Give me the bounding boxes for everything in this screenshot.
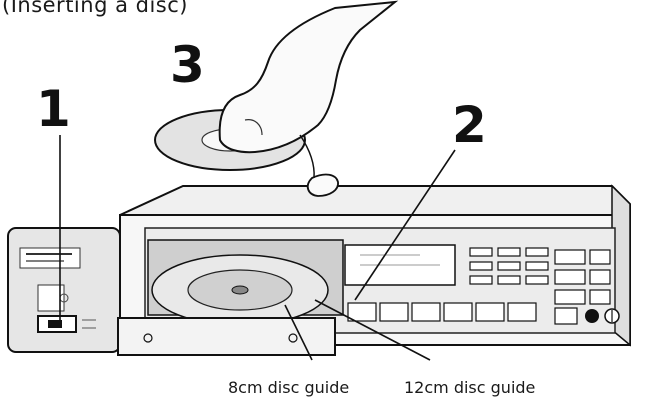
leader-lines <box>59 135 456 361</box>
page-heading: (Inserting a disc) <box>2 0 188 17</box>
callout-12cm-disc-guide: 12cm disc guide <box>404 378 536 397</box>
step-number-2: 2 <box>452 96 487 154</box>
step-number-1: 1 <box>36 80 71 138</box>
power-headphone-area <box>554 307 620 325</box>
inset-detail-box <box>7 227 121 353</box>
number-keypad <box>469 247 549 285</box>
display-window <box>344 244 456 286</box>
leader-12cm <box>314 299 431 361</box>
hand-illustration <box>218 0 399 197</box>
leader-step2 <box>354 149 456 301</box>
callout-8cm-disc-guide: 8cm disc guide <box>228 378 350 397</box>
disc-tray <box>117 239 344 356</box>
leader-8cm <box>284 304 313 361</box>
step-number-3: 3 <box>170 36 205 94</box>
transport-buttons <box>554 249 611 305</box>
function-buttons <box>347 302 537 322</box>
